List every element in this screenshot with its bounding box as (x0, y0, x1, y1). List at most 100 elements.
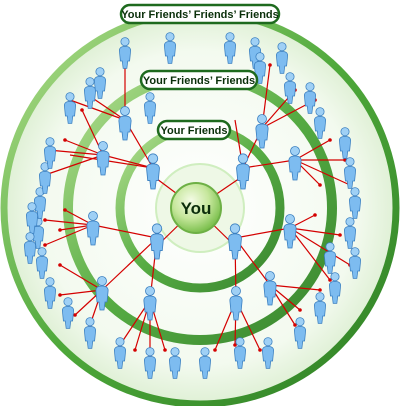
person-icon (143, 347, 157, 379)
connection-line (44, 224, 94, 246)
person-icon (113, 337, 127, 369)
person-icon (23, 232, 37, 264)
person-icon (43, 137, 57, 169)
person-icon (198, 347, 212, 379)
person-icon (253, 52, 267, 84)
connection-line (64, 139, 104, 156)
person-icon (248, 37, 262, 69)
connection-dot (328, 278, 332, 282)
connection-dot (43, 243, 47, 247)
person-icon (83, 77, 97, 109)
person-icon (143, 92, 157, 124)
person-icon (118, 37, 132, 69)
person-icon (118, 106, 132, 141)
you-node: You (170, 182, 222, 234)
label-middle: Your Friends’ Friends (139, 69, 259, 91)
connection-dot (233, 343, 237, 347)
person-icon (255, 114, 269, 149)
person-icon (283, 72, 297, 104)
person-icon (63, 92, 77, 124)
connection-dot (318, 183, 322, 187)
connection-line (101, 237, 158, 291)
person-icon (33, 187, 47, 219)
person-icon (288, 146, 302, 181)
person-icon (96, 141, 110, 176)
connection-dot (63, 138, 67, 142)
person-icon (303, 82, 317, 114)
people-group (23, 32, 362, 379)
person-icon (343, 217, 357, 249)
person-icon (83, 317, 97, 349)
connection-line (289, 227, 331, 281)
connection-line (269, 284, 321, 291)
person-icon (236, 153, 250, 190)
connection-dot (293, 323, 297, 327)
connection-line (294, 139, 331, 161)
person-icon (233, 337, 247, 369)
connection-dot (258, 348, 262, 352)
person-icon (283, 214, 297, 249)
label-inner-text: Your Friends (160, 125, 227, 137)
connection-dot (58, 293, 62, 297)
connection-line (289, 227, 341, 236)
connection-line (234, 227, 291, 239)
person-icon (293, 317, 307, 349)
connection-dot (80, 108, 84, 112)
person-icon (328, 272, 342, 304)
label-middle-text: Your Friends’ Friends (143, 75, 255, 87)
connection-line (92, 224, 158, 239)
connection-dot (313, 213, 317, 217)
person-icon (348, 187, 362, 219)
person-icon (223, 32, 237, 64)
connection-line (59, 289, 103, 296)
label-outer: Your Friends’ Friends’ Friends (119, 3, 281, 25)
person-icon (61, 297, 75, 329)
person-icon (323, 242, 337, 274)
person-icon (263, 271, 277, 306)
connection-dot (163, 348, 167, 352)
person-icon (163, 32, 177, 64)
person-icon (168, 347, 182, 379)
connection-dot (43, 218, 47, 222)
person-icon (43, 277, 57, 309)
connection-line (242, 159, 296, 169)
person-icon (343, 157, 357, 189)
connection-dot (298, 308, 302, 312)
person-icon (348, 247, 362, 279)
person-icon (261, 337, 275, 369)
person-icon (35, 247, 49, 279)
person-icon (338, 127, 352, 159)
center-label: You (181, 199, 212, 218)
label-inner: Your Friends (156, 119, 232, 141)
connection-dot (268, 63, 272, 67)
connection-dot (213, 348, 217, 352)
connection-line (294, 159, 351, 186)
person-icon (150, 223, 164, 260)
connection-dot (73, 313, 77, 317)
person-icon (86, 211, 100, 246)
connection-line (44, 154, 104, 176)
connection-line (102, 154, 154, 169)
connection-line (69, 154, 154, 169)
person-icon (228, 223, 242, 260)
person-icon (146, 153, 160, 190)
connection-line (289, 227, 351, 266)
person-icon (25, 202, 39, 234)
connection-dot (318, 288, 322, 292)
person-icon (143, 286, 157, 321)
label-outer-text: Your Friends’ Friends’ Friends (121, 9, 279, 21)
connection-dot (63, 208, 67, 212)
person-icon (93, 67, 107, 99)
person-icon (38, 162, 52, 194)
person-icon (95, 276, 109, 311)
connection-dot (133, 348, 137, 352)
connection-dot (58, 228, 62, 232)
person-icon (313, 292, 327, 324)
person-icon (313, 107, 327, 139)
person-icon (229, 286, 243, 321)
connection-line (47, 149, 104, 156)
connection-dot (58, 263, 62, 267)
person-icon (275, 42, 289, 74)
connection-line (59, 264, 103, 291)
